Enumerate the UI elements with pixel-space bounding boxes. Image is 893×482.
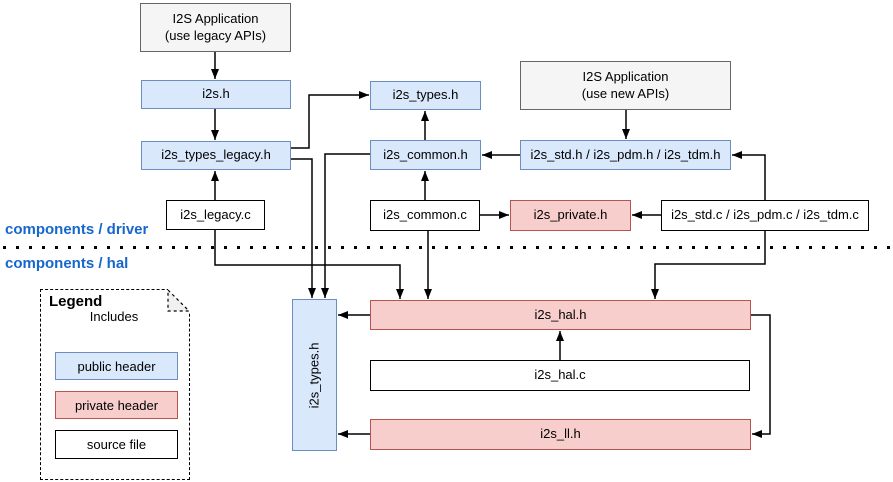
legend-private-header-swatch: private header (55, 391, 178, 419)
legend: Legend Includes public header private he… (40, 288, 191, 480)
node-i2s-private-h: i2s_private.h (510, 200, 631, 231)
node-label: (use new APIs) (581, 85, 670, 101)
legend-title: Legend (49, 293, 103, 310)
node-label: i2s_types_legacy.h (161, 147, 271, 163)
section-label-components-driver: components / driver (5, 221, 149, 238)
node-i2s-legacy-c: i2s_legacy.c (166, 200, 265, 230)
driver-hal-divider-dotted-line (3, 246, 893, 249)
legend-item-label: public header (77, 358, 156, 374)
node-label: i2s_common.c (383, 207, 467, 223)
node-label: (use legacy APIs) (164, 27, 267, 43)
edge-i2s-std-c-to-i2s-hal-h (651, 231, 766, 299)
node-i2s-ll-h: i2s_ll.h (370, 419, 751, 450)
edge-i2s-legacy-c-to-i2s-hal-h (214, 230, 404, 299)
edge-i2s-std-c-to-i2s-std-h (732, 151, 766, 200)
node-i2s-application-legacy: I2S Application (use legacy APIs) (140, 3, 291, 52)
node-i2s-std-pdm-tdm-h: i2s_std.h / i2s_pdm.h / i2s_tdm.h (520, 140, 731, 170)
node-i2s-h: i2s.h (141, 80, 291, 109)
node-label: i2s_std.c / i2s_pdm.c / i2s_tdm.c (671, 207, 859, 223)
node-i2s-common-h: i2s_common.h (370, 140, 481, 170)
legend-item-label: private header (74, 397, 159, 413)
edge-i2s-hal-h-to-i2s-ll-h (751, 314, 771, 438)
node-label: i2s_common.h (383, 146, 468, 162)
node-label: i2s_types.h (306, 342, 322, 408)
node-i2s-std-pdm-tdm-c: i2s_std.c / i2s_pdm.c / i2s_tdm.c (661, 200, 869, 231)
node-label: i2s_hal.h (534, 306, 587, 322)
node-label: i2s.h (202, 86, 230, 102)
legend-item-label: source file (86, 437, 147, 452)
legend-source-file-swatch: source file (55, 430, 178, 459)
legend-includes-label: Includes (89, 309, 139, 324)
node-label: I2S Application (172, 10, 259, 26)
edge-i2s-types-legacy-h-to-i2s-types-h-hal (291, 158, 316, 298)
node-i2s-application-new: I2S Application (use new APIs) (520, 61, 731, 110)
node-label: I2S Application (582, 68, 669, 84)
edge-i2s-common-h-to-i2s-types-h-hal (321, 153, 370, 298)
node-label: i2s_hal.c (534, 367, 586, 383)
node-label: i2s_types.h (392, 87, 459, 103)
node-label: i2s_private.h (533, 207, 608, 223)
node-i2s-types-h: i2s_types.h (370, 81, 481, 110)
section-label-components-hal: components / hal (5, 255, 129, 272)
node-label: i2s_legacy.c (180, 206, 251, 222)
node-i2s-hal-h: i2s_hal.h (370, 300, 751, 330)
node-i2s-common-c: i2s_common.c (370, 200, 480, 231)
node-i2s-types-legacy-h: i2s_types_legacy.h (141, 141, 291, 170)
node-label: i2s_ll.h (540, 426, 581, 442)
node-i2s-types-h-hal: i2s_types.h (292, 299, 337, 451)
node-label: i2s_std.h / i2s_pdm.h / i2s_tdm.h (530, 146, 721, 162)
node-i2s-hal-c: i2s_hal.c (370, 360, 750, 391)
note-fold-icon (166, 288, 190, 312)
edge-i2s-types-legacy-h-to-i2s-types-h (291, 91, 369, 149)
legend-public-header-swatch: public header (55, 352, 178, 380)
